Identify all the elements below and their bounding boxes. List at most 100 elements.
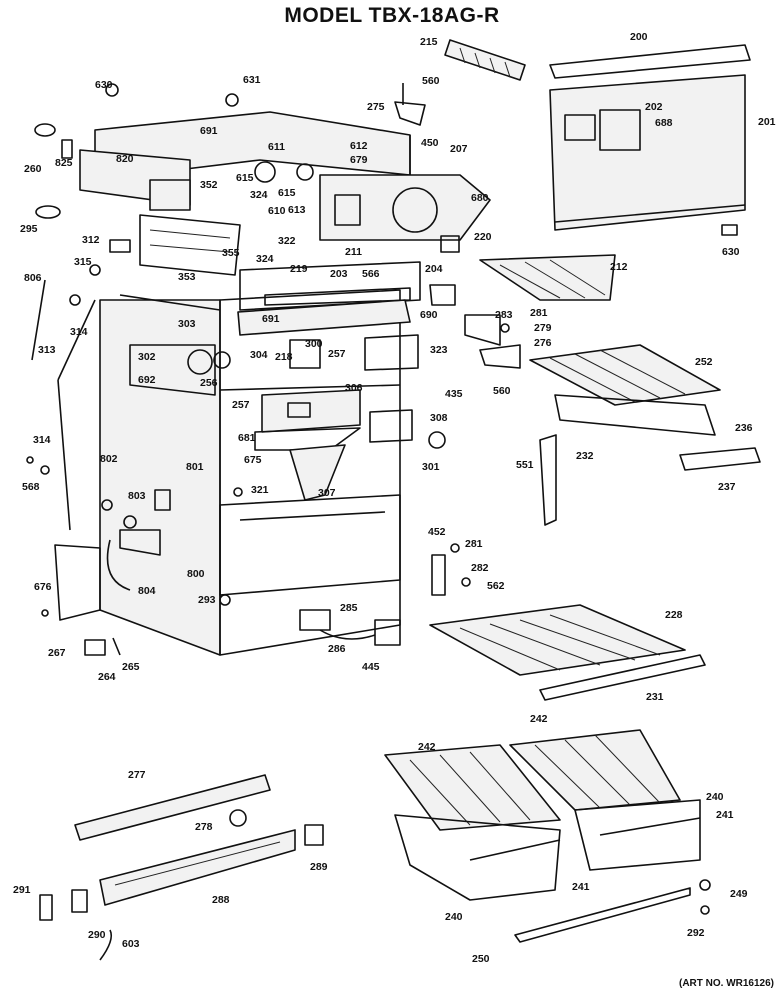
label-690: 690 — [420, 309, 438, 321]
label-804: 804 — [138, 585, 156, 597]
label-276: 276 — [534, 337, 552, 349]
label-228: 228 — [665, 609, 683, 621]
label-308: 308 — [430, 412, 448, 424]
label-352: 352 — [200, 179, 218, 191]
label-264: 264 — [98, 671, 116, 683]
label-304: 304 — [250, 349, 268, 361]
label-630-right: 630 — [722, 246, 740, 258]
label-450: 450 — [421, 137, 439, 149]
label-252: 252 — [695, 356, 713, 368]
art-number: (ART NO. WR16126) — [678, 978, 774, 989]
label-560-top: 560 — [422, 75, 440, 87]
label-314-low: 314 — [33, 434, 51, 446]
label-820: 820 — [116, 153, 134, 165]
label-207: 207 — [450, 143, 468, 155]
label-306: 306 — [345, 382, 363, 394]
label-610: 610 — [268, 205, 286, 217]
label-286: 286 — [328, 643, 346, 655]
label-800: 800 — [187, 568, 205, 580]
evaporator-assembly — [79, 149, 491, 276]
label-285: 285 — [340, 602, 358, 614]
label-256: 256 — [200, 377, 218, 389]
label-260: 260 — [24, 163, 42, 175]
label-257-low: 257 — [232, 399, 250, 411]
label-301: 301 — [422, 461, 440, 473]
label-218: 218 — [275, 351, 293, 363]
door-rails — [39, 774, 324, 961]
label-679: 679 — [350, 154, 368, 166]
label-203: 203 — [330, 268, 348, 280]
label-802: 802 — [100, 453, 118, 465]
label-452: 452 — [428, 526, 446, 538]
label-566: 566 — [362, 268, 380, 280]
label-323: 323 — [430, 344, 448, 356]
ice-tray-and-freezer-door — [444, 39, 751, 236]
label-241-low: 241 — [572, 881, 590, 893]
shelves — [429, 254, 761, 701]
label-250: 250 — [472, 953, 490, 965]
label-282: 282 — [471, 562, 489, 574]
label-560-right: 560 — [493, 385, 511, 397]
label-615-a: 615 — [236, 172, 254, 184]
label-267: 267 — [48, 647, 66, 659]
label-806: 806 — [24, 272, 42, 284]
label-315: 315 — [74, 256, 92, 268]
label-220: 220 — [474, 231, 492, 243]
part-labels: 215 200 630 631 560 275 450 202 688 201 … — [13, 31, 776, 965]
label-631: 631 — [243, 74, 261, 86]
label-322: 322 — [278, 235, 296, 247]
label-265: 265 — [122, 661, 140, 673]
label-445: 445 — [362, 661, 380, 673]
label-275: 275 — [367, 101, 385, 113]
label-281-low: 281 — [465, 538, 483, 550]
label-202: 202 — [645, 101, 663, 113]
label-277: 277 — [128, 769, 146, 781]
label-313: 313 — [38, 344, 56, 356]
label-691-mid: 691 — [262, 313, 280, 325]
crisper-drawers — [384, 729, 711, 943]
label-295: 295 — [20, 223, 38, 235]
left-wall-controls — [31, 279, 171, 591]
label-568: 568 — [22, 481, 40, 493]
label-307: 307 — [318, 487, 336, 499]
label-355: 355 — [222, 247, 240, 259]
label-681: 681 — [238, 432, 256, 444]
label-676: 676 — [34, 581, 52, 593]
label-201: 201 — [758, 116, 776, 128]
label-562: 562 — [487, 580, 505, 592]
label-283: 283 — [495, 309, 513, 321]
label-242-right: 242 — [530, 713, 548, 725]
label-675: 675 — [244, 454, 262, 466]
control-rails — [129, 287, 446, 501]
label-691-top: 691 — [200, 125, 218, 137]
label-293: 293 — [198, 594, 216, 606]
label-613: 613 — [288, 204, 306, 216]
label-289: 289 — [310, 861, 328, 873]
label-237: 237 — [718, 481, 736, 493]
label-231: 231 — [646, 691, 664, 703]
label-292: 292 — [687, 927, 705, 939]
label-249: 249 — [730, 888, 748, 900]
label-551: 551 — [516, 459, 534, 471]
label-615-b: 615 — [278, 187, 296, 199]
cabinet-liner — [54, 111, 421, 656]
label-212: 212 — [610, 261, 628, 273]
label-241-right: 241 — [716, 809, 734, 821]
label-312: 312 — [82, 234, 100, 246]
label-303: 303 — [178, 318, 196, 330]
label-692: 692 — [138, 374, 156, 386]
hardware-parts — [26, 83, 557, 656]
label-825: 825 — [55, 157, 73, 169]
label-630-top: 630 — [95, 79, 113, 91]
label-612: 612 — [350, 140, 368, 152]
label-236: 236 — [735, 422, 753, 434]
label-279: 279 — [534, 322, 552, 334]
label-611: 611 — [268, 141, 285, 153]
label-302: 302 — [138, 351, 156, 363]
label-290: 290 — [88, 929, 106, 941]
label-603: 603 — [122, 938, 140, 950]
label-219: 219 — [290, 263, 308, 275]
label-281-top: 281 — [530, 307, 548, 319]
